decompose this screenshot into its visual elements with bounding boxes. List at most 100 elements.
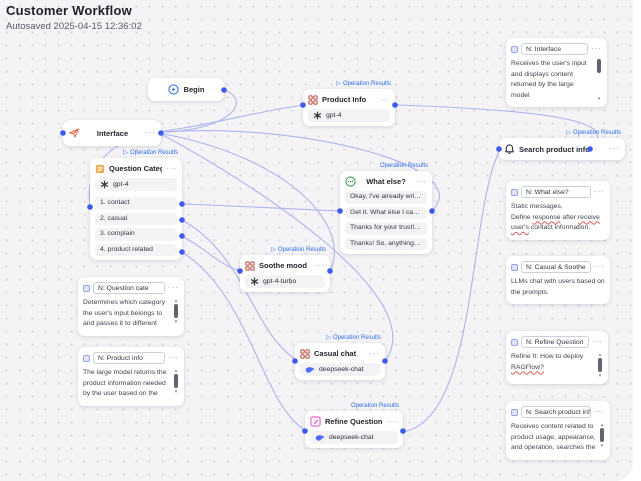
edge-productinfo-interface (163, 104, 304, 132)
more-icon[interactable]: ··· (591, 44, 602, 53)
more-icon[interactable]: ··· (168, 353, 179, 362)
note-interface[interactable]: N: Interface ··· Receives the user's inp… (506, 38, 607, 108)
node-interface[interactable]: Interface ··· (63, 120, 161, 146)
edge-complain-soothe (181, 235, 241, 272)
note-scrollbar[interactable]: ▲▼ (597, 352, 603, 378)
scroll-down-icon[interactable]: ▼ (173, 319, 179, 324)
more-icon[interactable]: ··· (387, 416, 398, 426)
operation-results-link[interactable]: ▷ Operation Results (336, 80, 391, 87)
note-body: Static messages.Define response after re… (511, 203, 600, 232)
operation-results-link[interactable]: ▷ Operation Results (326, 334, 381, 341)
model-badge: deepseek-chat (310, 431, 398, 444)
note-scrollbar[interactable]: ▲▼ (173, 368, 179, 400)
scroll-down-icon[interactable]: ▼ (596, 96, 602, 102)
play-icon: ▷ (326, 334, 331, 341)
note-icon (511, 408, 518, 416)
deepseek-whale-icon (305, 366, 315, 374)
operation-results-link[interactable]: ▷ Operation Results (566, 129, 621, 136)
scroll-up-icon[interactable]: ▲ (173, 298, 179, 303)
node-search-product-info[interactable]: ▷ Operation Results Search product info … (499, 128, 625, 160)
node-soothe-mood-label: Soothe mood (259, 261, 307, 270)
more-icon[interactable]: ··· (168, 283, 179, 292)
more-icon[interactable]: ··· (594, 262, 605, 271)
scroll-down-icon[interactable]: ▼ (173, 389, 179, 394)
more-icon[interactable]: ··· (609, 144, 620, 153)
static-message-list: Okay, I've already write t... Get it. Wha… (345, 191, 427, 250)
note-title-input[interactable]: N: Search product info (521, 406, 591, 418)
operation-results-link[interactable]: ▷ Operation Results (123, 149, 178, 156)
openai-logo-icon (250, 277, 259, 286)
model-name: gpt-4-turbo (263, 278, 297, 285)
static-message[interactable]: Get it. What else I can do ... (345, 206, 427, 219)
category-item[interactable]: 4. product related (95, 243, 177, 256)
node-refine-question[interactable]: Operation Results Refine Question ··· de… (305, 401, 403, 448)
note-question-cate[interactable]: N: Question cate ··· Determines which ca… (78, 277, 184, 336)
model-badge: gpt-4-turbo (245, 275, 325, 288)
scroll-up-icon[interactable]: ▲ (597, 352, 603, 357)
note-title-input[interactable]: N: Casual & Soothe (521, 261, 591, 273)
node-begin[interactable]: Begin (148, 78, 224, 101)
more-icon[interactable]: ··· (369, 348, 380, 358)
node-question-categorize[interactable]: ▷ Operation Results Question Categor... … (90, 148, 182, 260)
category-list: 1. contact 2. casual 3. complain 4. product… (95, 197, 177, 256)
operation-results-link[interactable]: Operation Results (379, 162, 428, 169)
list-icon (95, 164, 105, 174)
note-scrollbar[interactable]: ▲▼ (173, 298, 179, 330)
category-item[interactable]: 2. casual (95, 212, 177, 225)
note-refine-question[interactable]: N: Refine Question ··· Refine It: How to… (506, 331, 608, 384)
autosave-status: Autosaved 2025-04-15 12:36:02 (6, 21, 142, 32)
note-casual-soothe[interactable]: N: Casual & Soothe ··· LLMs chat with us… (506, 256, 610, 305)
static-message[interactable]: Okay, I've already write t... (345, 191, 427, 204)
more-icon[interactable]: ··· (592, 337, 603, 346)
grid-icon (308, 94, 318, 105)
category-item[interactable]: 1. contact (95, 197, 177, 210)
node-what-else[interactable]: Operation Results What else? ··· Okay, I… (340, 161, 432, 254)
node-what-else-label: What else? (366, 177, 406, 186)
node-search-product-info-label: Search product info (519, 144, 590, 154)
note-scrollbar[interactable]: ▲▼ (599, 422, 605, 454)
note-title-input[interactable]: N: Refine Question (521, 336, 589, 348)
note-icon (511, 338, 518, 346)
more-icon[interactable]: ··· (416, 176, 427, 186)
send-icon (68, 127, 80, 139)
operation-results-link[interactable]: ▷ Operation Results (271, 246, 326, 253)
note-scrollbar[interactable]: ▼ (596, 59, 602, 101)
scroll-up-icon[interactable]: ▲ (173, 368, 179, 373)
note-search-product-info[interactable]: N: Search product info ··· Receives cont… (506, 401, 610, 460)
edge-contact-whatelse (181, 203, 341, 212)
model-name: gpt-4 (113, 181, 129, 188)
operation-results-link[interactable]: Operation Results (350, 402, 399, 409)
more-icon[interactable]: ··· (594, 187, 605, 196)
note-title-input[interactable]: N: What else? (521, 186, 591, 198)
note-what-else[interactable]: N: What else? ··· Static messages.Define… (506, 181, 610, 240)
static-message[interactable]: Thanks for your trust! Ou... (345, 222, 427, 235)
model-badge: gpt-4 (308, 109, 390, 122)
scroll-down-icon[interactable]: ▼ (599, 443, 605, 448)
more-icon[interactable]: ··· (594, 407, 605, 416)
node-product-info[interactable]: ▷ Operation Results Product Info ··· gpt… (303, 79, 395, 126)
node-casual-chat[interactable]: ▷ Operation Results Casual chat ··· deep… (295, 333, 385, 380)
static-message[interactable]: Thanks! So, anything else... (345, 237, 427, 250)
openai-logo-icon (313, 111, 322, 120)
note-icon (83, 354, 90, 362)
grid-icon (245, 260, 255, 271)
node-soothe-mood[interactable]: ▷ Operation Results Soothe mood ··· gpt-… (240, 245, 330, 292)
more-icon[interactable]: ··· (314, 260, 325, 270)
note-title-input[interactable]: N: Interface (521, 43, 588, 55)
model-name: gpt-4 (326, 112, 342, 119)
note-product-info[interactable]: N: Product info ··· The large model retu… (78, 347, 184, 406)
scroll-down-icon[interactable]: ▼ (597, 373, 603, 378)
play-icon: ▷ (271, 246, 276, 253)
more-icon[interactable]: ··· (379, 94, 390, 104)
scroll-up-icon[interactable]: ▲ (599, 422, 605, 427)
note-title-input[interactable]: N: Question cate (93, 282, 165, 294)
note-title-input[interactable]: N: Product info (93, 352, 165, 364)
model-badge: deepseek-chat (300, 363, 380, 376)
more-icon[interactable]: ··· (145, 128, 156, 137)
more-icon[interactable]: ··· (166, 163, 177, 173)
category-item[interactable]: 3. complain (95, 228, 177, 241)
